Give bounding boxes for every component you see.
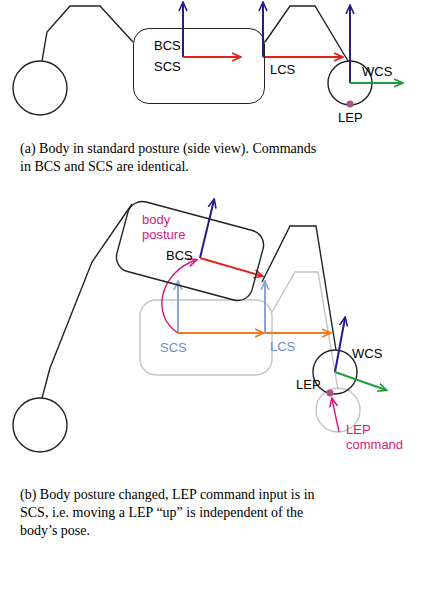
drawing-stroke xyxy=(42,6,133,61)
drawing-stroke xyxy=(335,318,345,372)
drawing-stroke xyxy=(162,260,196,333)
drawing-stroke xyxy=(13,6,372,115)
tilted-body-outline xyxy=(113,198,267,304)
frame-label: body posture xyxy=(142,212,200,242)
body-box: BCS SCS xyxy=(133,28,265,104)
drawing-stroke xyxy=(263,56,342,58)
drawing-stroke xyxy=(177,282,179,333)
drawing-stroke xyxy=(13,61,67,115)
drawing-stroke xyxy=(350,82,402,84)
frame-label: LCS xyxy=(270,339,295,354)
frame-label: LCS xyxy=(270,62,295,77)
drawing-stroke xyxy=(349,6,351,83)
drawing-stroke xyxy=(265,332,330,334)
frame-label: BCS xyxy=(166,248,193,263)
drawing-stroke xyxy=(347,101,354,108)
frame-label: WCS xyxy=(362,64,392,79)
drawing-stroke xyxy=(182,3,184,57)
frame-label: SCS xyxy=(154,59,181,74)
drawing-stroke xyxy=(200,258,262,276)
drawing-stroke xyxy=(265,6,348,61)
drawing-stroke xyxy=(162,200,386,432)
drawing-stroke xyxy=(262,226,336,350)
drawing-stroke xyxy=(200,200,214,258)
drawing-stroke xyxy=(272,272,338,390)
drawing-stroke xyxy=(13,398,67,452)
drawing-stroke xyxy=(262,3,264,57)
frame-label: WCS xyxy=(352,346,382,361)
drawing-stroke xyxy=(332,399,339,432)
body-box: body postureBCS xyxy=(100,190,285,315)
drawing-stroke xyxy=(335,372,386,390)
drawing-stroke xyxy=(42,204,132,398)
drawing-stroke xyxy=(178,282,330,333)
drawing-stroke xyxy=(183,56,240,58)
figure-caption: (a) Body in standard posture (side view)… xyxy=(20,140,325,176)
frame-label: LEP xyxy=(296,377,321,392)
drawing-stroke xyxy=(183,3,402,83)
drawing-stroke xyxy=(140,300,272,375)
frame-label: LEP command xyxy=(346,422,412,452)
drawing-stroke xyxy=(13,204,357,452)
frame-label: SCS xyxy=(160,340,187,355)
drawing-stroke xyxy=(327,390,334,397)
drawing-stroke xyxy=(178,332,263,334)
frame-label: LEP xyxy=(338,110,363,125)
frame-label: BCS xyxy=(154,38,181,53)
drawing-stroke xyxy=(264,282,266,333)
figure-caption: (b) Body posture changed, LEP command in… xyxy=(20,486,325,540)
